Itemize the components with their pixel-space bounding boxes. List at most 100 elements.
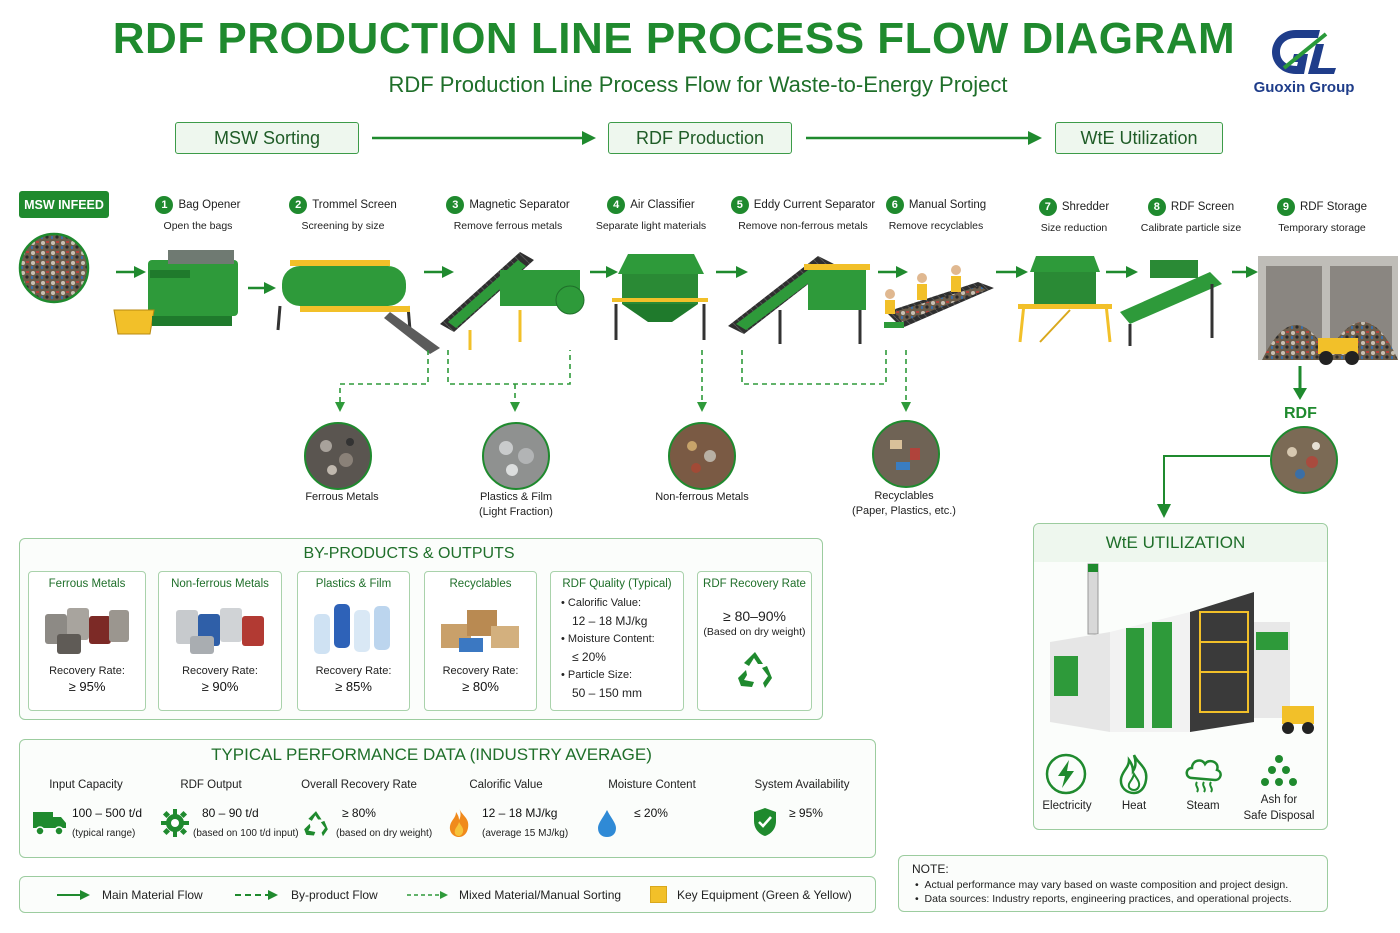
output-card-ferrous: Ferrous Metals Recovery Rate: ≥ 95% xyxy=(28,571,146,711)
plastic-bottles-icon xyxy=(313,604,390,654)
steam-icon xyxy=(1185,759,1222,793)
wte-output-heat: Heat xyxy=(1121,800,1147,812)
rdf-output-label: RDF xyxy=(1284,405,1317,422)
legend-key-equipment: Key Equipment (Green & Yellow) xyxy=(677,888,852,902)
perf-rdf-output-value: 80 – 90 t/d xyxy=(202,806,259,820)
phase-arrow-2 xyxy=(806,131,1042,145)
wte-title: WtE UTILIZATION xyxy=(1105,533,1246,552)
phase-msw-sorting: MSW Sorting xyxy=(175,122,359,154)
byproducts-outputs-panel xyxy=(19,538,823,720)
msw-infeed-image xyxy=(18,232,90,304)
perf-availability-label: System Availability xyxy=(754,779,850,791)
perf-calorific-label: Calorific Value xyxy=(469,779,543,791)
recycle-icon xyxy=(304,811,328,837)
cardboard-pile-icon xyxy=(440,610,519,652)
flame-icon xyxy=(449,808,469,837)
perf-calorific-sub: (average 15 MJ/kg) xyxy=(482,828,569,839)
perf-rdf-output-label: RDF Output xyxy=(180,779,242,791)
legend-main-flow: Main Material Flow xyxy=(102,888,203,902)
phase-arrow-1 xyxy=(372,131,596,145)
perf-calorific-value: 12 – 18 MJ/kg xyxy=(482,806,558,820)
legend-mixed-flow: Mixed Material/Manual Sorting xyxy=(459,888,622,902)
perf-overall-recovery-label: Overall Recovery Rate xyxy=(301,779,417,791)
perf-input-capacity-label: Input Capacity xyxy=(49,779,123,791)
quality-particle-size: • Particle Size: xyxy=(561,669,633,681)
company-logo-icon xyxy=(1272,30,1336,74)
note-panel xyxy=(898,855,1328,912)
gear-icon xyxy=(161,809,189,837)
perf-overall-recovery-sub: (based on dry weight) xyxy=(336,828,433,839)
perf-moisture-label: Moisture Content xyxy=(608,779,696,791)
eddy-current-separator-machine xyxy=(728,256,870,344)
page-subtitle: RDF Production Line Process Flow for Was… xyxy=(388,72,1008,97)
non-ferrous-metals-image xyxy=(668,422,736,490)
page-title: RDF PRODUCTION LINE PROCESS FLOW DIAGRAM xyxy=(112,14,1236,63)
lightning-icon xyxy=(1045,753,1087,795)
legend-byproduct-arrow xyxy=(235,890,278,900)
output-card-plastics: Plastics & Film Recovery Rate: ≥ 85% xyxy=(297,571,410,711)
note-line-1: • Actual performance may vary based on w… xyxy=(915,879,1289,891)
plastics-film-image xyxy=(482,422,550,490)
rdf-storage-bunker xyxy=(1258,256,1398,365)
ferrous-metals-image xyxy=(304,422,372,490)
legend-key-swatch xyxy=(650,886,667,903)
magnetic-separator-machine xyxy=(440,252,585,350)
note-line-2: • Data sources: Industry reports, engine… xyxy=(915,893,1292,905)
output-card-rdf-quality: RDF Quality (Typical) • Calorific Value:… xyxy=(550,571,684,711)
byproduct-label-non-ferrous: Non-ferrous Metals xyxy=(655,491,749,503)
shredder-machine xyxy=(1018,256,1112,343)
recyclables-image xyxy=(872,420,940,488)
main-flow-arrows xyxy=(116,266,1258,294)
byproduct-label-ferrous: Ferrous Metals xyxy=(305,491,379,503)
flame-icon xyxy=(1119,754,1148,795)
truck-icon xyxy=(33,812,66,836)
wte-panel-header xyxy=(1034,524,1327,562)
company-logo-text: Guoxin Group xyxy=(1253,79,1355,96)
note-title: NOTE: xyxy=(912,862,949,876)
quality-moisture: • Moisture Content: xyxy=(561,633,655,645)
perf-input-capacity-sub: (typical range) xyxy=(72,828,136,839)
output-card-rdf-recovery: RDF Recovery Rate ≥ 80–90% (Based on dry… xyxy=(697,571,812,711)
shield-check-icon xyxy=(754,808,776,836)
aluminum-cans-icon xyxy=(176,608,264,654)
rdf-to-wte-arrow xyxy=(1157,455,1270,518)
perf-rdf-output-sub: (based on 100 t/d input) xyxy=(193,828,299,839)
phase-rdf-production: RDF Production xyxy=(608,122,792,154)
trommel-screen-machine xyxy=(276,260,440,354)
perf-overall-recovery-value: ≥ 80% xyxy=(342,806,376,820)
legend-panel xyxy=(19,876,876,913)
bag-opener-machine xyxy=(113,250,238,335)
legend-byproduct-flow: By-product Flow xyxy=(291,888,378,902)
byproduct-label-recyclables: Recyclables(Paper, Plastics, etc.) xyxy=(852,490,956,517)
perf-input-capacity-value: 100 – 500 t/d xyxy=(72,806,143,820)
perf-availability-value: ≥ 95% xyxy=(789,806,823,820)
output-card-recyclables: Recyclables Recovery Rate: ≥ 80% xyxy=(424,571,537,711)
recycle-icon xyxy=(737,652,772,688)
process-equipment-row xyxy=(18,232,1398,365)
msw-infeed-badge: MSW INFEED xyxy=(19,191,109,218)
rdf-product-image xyxy=(1270,426,1338,494)
ash-icon xyxy=(1261,755,1297,786)
output-card-non-ferrous: Non-ferrous Metals Recovery Rate: ≥ 90% xyxy=(158,571,282,711)
quality-calorific: • Calorific Value: xyxy=(561,597,642,609)
manual-sorting-station xyxy=(884,265,994,328)
phase-wte-utilization: WtE Utilization xyxy=(1055,122,1223,154)
byproducts-outputs-title: BY-PRODUCTS & OUTPUTS xyxy=(303,545,515,562)
legend-main-flow-arrow xyxy=(57,890,90,900)
wte-output-steam: Steam xyxy=(1186,800,1220,812)
performance-panel xyxy=(19,739,876,858)
performance-title: TYPICAL PERFORMANCE DATA (INDUSTRY AVERA… xyxy=(211,745,652,764)
byproduct-flow-lines xyxy=(335,350,911,412)
legend-mixed-arrow xyxy=(407,891,448,899)
perf-moisture-value: ≤ 20% xyxy=(634,806,668,820)
rdf-output-arrow xyxy=(1293,366,1307,400)
